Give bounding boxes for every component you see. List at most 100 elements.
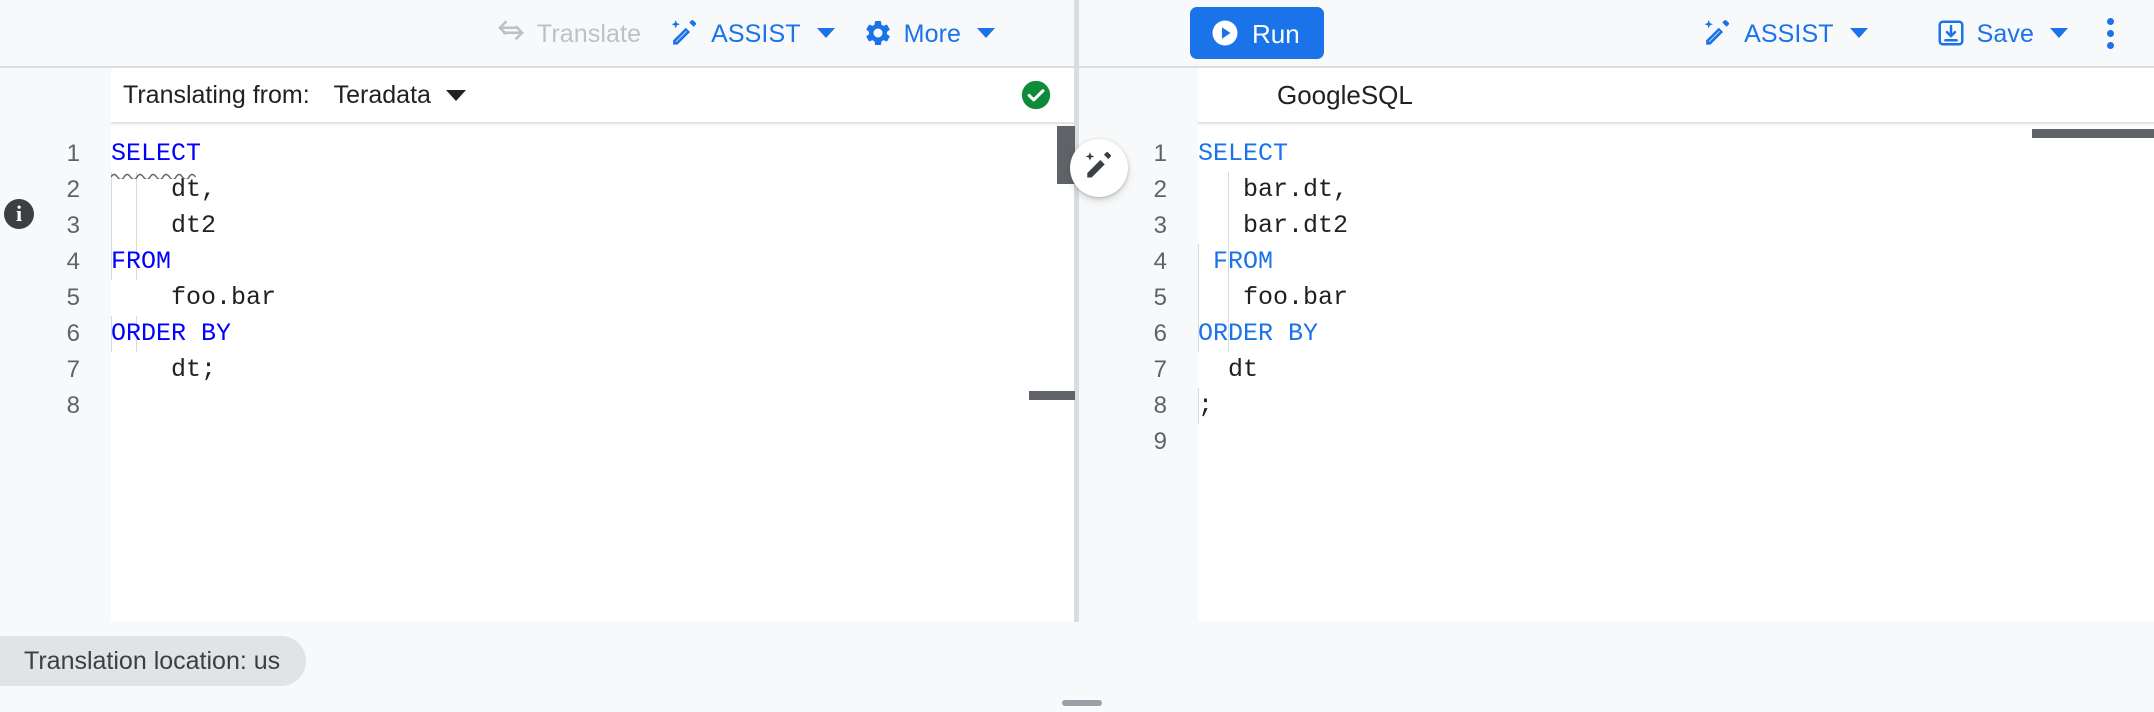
code-line-text: dt2 (111, 211, 217, 240)
kebab-dot (2106, 17, 2114, 25)
more-button[interactable]: More (849, 9, 1009, 57)
code-line[interactable]: 8; (1079, 388, 2154, 424)
code-line[interactable]: 6 ORDER BY (1079, 316, 2154, 352)
code-line-text: bar.dt2 (1198, 211, 1349, 240)
chevron-down-icon (1849, 28, 1868, 38)
line-number: 7 (1153, 356, 1167, 383)
line-number: 5 (1153, 284, 1167, 311)
indent-guide (1198, 388, 1199, 424)
chevron-down-icon (816, 28, 835, 38)
source-dialect-value: Teradata (333, 80, 431, 109)
inline-assist-button[interactable] (1070, 139, 1128, 197)
green-check-circle-icon (1019, 78, 1053, 112)
code-line[interactable]: 7 dt; (0, 352, 1075, 388)
indent-guide (136, 316, 137, 352)
line-number: 5 (66, 284, 80, 311)
translation-location-label: Translation location: us (24, 646, 281, 675)
magic-pencil-icon (1702, 18, 1733, 49)
line-number: 2 (1153, 176, 1167, 203)
source-dialect-select[interactable]: Teradata (334, 81, 466, 110)
code-line-text: FROM (111, 247, 172, 276)
kebab-menu-icon[interactable] (2082, 5, 2138, 61)
panel-resize-handle[interactable] (1062, 700, 1102, 706)
line-number: 4 (66, 248, 80, 275)
chevron-down-icon (977, 28, 995, 38)
line-number: 3 (1153, 212, 1167, 239)
target-gutter-background (1079, 126, 1198, 622)
kebab-dot (2106, 41, 2114, 49)
indent-guide (136, 172, 137, 244)
target-code-editor[interactable] (1198, 126, 2154, 622)
code-line[interactable]: 3 dt2 (0, 208, 1075, 244)
source-code-editor[interactable] (111, 126, 1075, 622)
target-dialect-label: GoogleSQL (1277, 79, 1413, 110)
line-number: 1 (66, 140, 80, 167)
code-line-text: ORDER BY (1198, 319, 1319, 348)
indent-guide (111, 316, 112, 352)
code-line[interactable]: 1 SELECT (1079, 136, 2154, 172)
assist-button-right-label: ASSIST (1744, 19, 1834, 48)
code-line[interactable]: 4 FROM (0, 244, 1075, 280)
code-line-text: ORDER BY (111, 319, 232, 348)
code-line[interactable]: 9 (1079, 424, 2154, 460)
code-line[interactable]: 8 (0, 388, 1075, 424)
kebab-dot (2106, 29, 2114, 37)
code-line-text: FROM (1198, 247, 1274, 276)
run-button[interactable]: Run (1190, 7, 1324, 59)
line-number: 4 (1153, 248, 1167, 275)
code-line[interactable]: 2 bar.dt, (1079, 172, 2154, 208)
chevron-down-icon (2050, 28, 2068, 38)
line-number: 1 (1153, 140, 1167, 167)
assist-button-right[interactable]: ASSIST (1688, 9, 1882, 57)
indent-guide (136, 244, 137, 280)
indent-guide (111, 172, 112, 244)
code-line[interactable]: 2 dt, (0, 172, 1075, 208)
code-line-text: SELECT (111, 139, 202, 168)
gear-icon (863, 18, 893, 48)
code-line-text: dt (1198, 355, 1259, 384)
source-horizontal-scrollbar[interactable] (1029, 391, 1075, 400)
translate-swap-icon (496, 18, 526, 48)
play-circle-icon (1210, 18, 1240, 48)
line-number: 2 (66, 176, 80, 203)
code-line-text: dt, (111, 175, 217, 204)
code-line[interactable]: 6 ORDER BY (0, 316, 1075, 352)
code-line[interactable]: 1 SELECT (0, 136, 1075, 172)
assist-button-left[interactable]: ASSIST (655, 9, 849, 57)
line-number: 6 (1153, 320, 1167, 347)
translate-button[interactable]: Translate (482, 9, 655, 57)
bottom-status-area: Translation location: us (0, 622, 2154, 712)
code-line[interactable]: 3 bar.dt2 (1079, 208, 2154, 244)
target-toolbar-actions: Run ASSIST (1079, 0, 2154, 66)
line-number: 3 (66, 212, 80, 239)
translation-location-chip: Translation location: us (0, 636, 307, 686)
more-button-label: More (903, 19, 961, 48)
code-line[interactable]: 5 foo.bar (1079, 280, 2154, 316)
line-number: 9 (1153, 428, 1167, 455)
code-line[interactable]: 4 FROM (1079, 244, 2154, 280)
code-line-text: foo.bar (1198, 283, 1349, 312)
save-download-icon (1936, 18, 1966, 48)
line-number: 6 (66, 320, 80, 347)
code-line-text: dt; (111, 355, 217, 384)
source-panel-header: Translating from: Teradata (111, 68, 1075, 124)
info-circle-icon[interactable]: i (4, 199, 34, 229)
magic-pencil-icon (1083, 150, 1115, 187)
target-horizontal-scrollbar[interactable] (2032, 129, 2154, 138)
magic-pencil-icon (669, 18, 700, 49)
code-line[interactable]: 5 foo.bar (0, 280, 1075, 316)
save-button[interactable]: Save (1922, 9, 2082, 57)
assist-button-left-label: ASSIST (711, 19, 801, 48)
save-button-label: Save (1976, 19, 2034, 48)
line-number: 8 (66, 392, 80, 419)
code-line-text: SELECT (1198, 139, 1289, 168)
code-line-text: foo.bar (111, 283, 277, 312)
indent-guide (1228, 280, 1229, 352)
panel-divider[interactable] (1074, 0, 1079, 622)
code-line[interactable]: 7 dt (1079, 352, 2154, 388)
